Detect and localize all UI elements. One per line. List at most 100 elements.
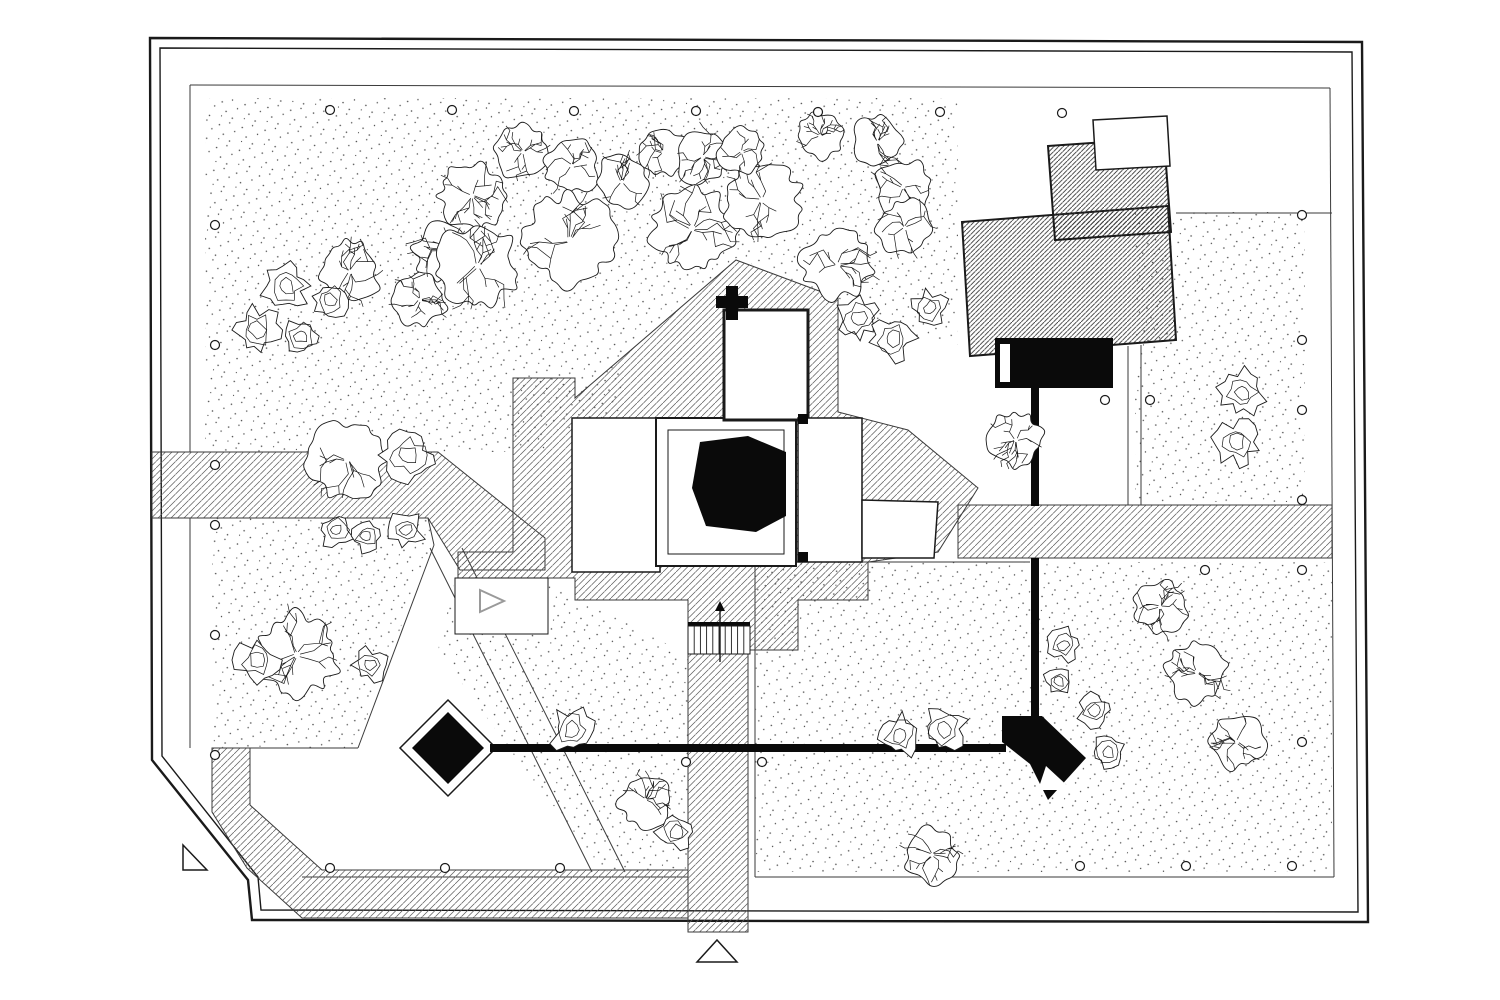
- canal-main: [490, 744, 1006, 752]
- room-main-inner: [667, 429, 785, 555]
- tree-shrub: [927, 708, 970, 752]
- plant-dot: [690, 105, 702, 117]
- tree-canopy: [1093, 735, 1126, 770]
- pool-ne-bar: [1000, 344, 1010, 382]
- tree-canopy: [638, 128, 689, 177]
- column-a: [798, 414, 808, 424]
- tree-deciduous: [636, 128, 689, 179]
- parcel-line: [357, 544, 435, 749]
- shrub-inner: [663, 820, 689, 842]
- plant-dot: [1056, 107, 1068, 119]
- shrub-inner: [357, 655, 381, 677]
- shrub-inner: [247, 320, 268, 340]
- plant-dot: [209, 749, 221, 761]
- tree-canopy: [723, 161, 804, 239]
- tree-branches: [622, 768, 671, 815]
- shrub-inner: [843, 301, 876, 335]
- tree-branches: [1137, 580, 1189, 642]
- tree-shrub: [320, 516, 355, 549]
- shrub-inner: [850, 311, 868, 326]
- tree-canopy: [231, 302, 284, 354]
- tree-shrub: [387, 512, 427, 549]
- rooms-east: [797, 417, 863, 563]
- west-triangle: [182, 843, 209, 871]
- tree-canopy: [435, 225, 518, 309]
- tree-branches: [636, 132, 664, 179]
- tree-canopy: [910, 287, 950, 326]
- tree-deciduous: [1162, 640, 1231, 707]
- shrub-dots-layer: [209, 104, 1308, 874]
- room-west: [571, 417, 661, 573]
- tree-deciduous: [853, 114, 905, 167]
- tree-branches: [452, 219, 506, 310]
- stairs: [687, 601, 751, 662]
- plant-dot: [1296, 564, 1308, 576]
- shrub-inner: [398, 524, 413, 536]
- water-features-layer: [412, 286, 1113, 800]
- tree-canopy: [1215, 364, 1268, 417]
- shrub-inner: [324, 292, 338, 307]
- shrub-inner: [279, 276, 294, 295]
- tree-branches: [868, 116, 902, 167]
- tree-deciduous: [715, 125, 765, 179]
- tree-canopy: [1042, 668, 1070, 694]
- tree-shrub: [876, 710, 918, 759]
- shrub-inner: [1102, 745, 1114, 758]
- plant-dot: [209, 219, 221, 231]
- tree-canopy: [303, 420, 389, 500]
- shrub-inner: [1082, 701, 1106, 720]
- tree-deciduous: [1207, 712, 1269, 773]
- plant-dot: [439, 862, 451, 874]
- shrub-inner: [876, 324, 904, 355]
- plant-dot: [554, 862, 566, 874]
- shrub-inner: [923, 300, 937, 314]
- roof-cube-ne: [1092, 115, 1171, 171]
- tree-deciduous: [303, 420, 389, 500]
- tree-shrub: [1215, 364, 1268, 417]
- tree-canopy: [1207, 716, 1269, 773]
- stair-arrow-head: [715, 601, 725, 611]
- shrub-inner: [354, 527, 376, 545]
- tree-canopy: [985, 411, 1046, 470]
- plant-dot: [680, 756, 692, 768]
- plant-dot: [324, 104, 336, 116]
- tree-shrub: [1210, 418, 1260, 470]
- path-south: [687, 651, 749, 933]
- tree-canopy: [231, 639, 283, 686]
- shrub-inner: [883, 719, 914, 749]
- shrub-inner: [288, 321, 313, 349]
- plant-dot: [1286, 860, 1298, 872]
- tree-branches: [726, 162, 777, 243]
- tree-branches: [990, 416, 1042, 470]
- tree-deciduous: [596, 149, 650, 210]
- tree-branches: [796, 112, 845, 148]
- plant-dot: [1296, 494, 1308, 506]
- tree-canopy: [868, 319, 920, 365]
- tree-branches: [877, 198, 937, 259]
- stair-edge: [688, 622, 750, 626]
- tree-canopy: [652, 814, 694, 852]
- tree-branches: [602, 149, 643, 206]
- shrub-inner: [398, 447, 417, 463]
- shrub-inner: [1087, 703, 1101, 718]
- pond-se-notch: [1038, 766, 1072, 790]
- plant-dot: [1144, 394, 1156, 406]
- path-east: [957, 504, 1333, 559]
- plant-dot: [1099, 394, 1111, 406]
- tree-branches: [660, 184, 740, 263]
- shrub-inner: [329, 524, 342, 535]
- canal-se-vertical: [1031, 558, 1039, 722]
- plant-dot: [568, 105, 580, 117]
- pool-ne: [995, 338, 1113, 388]
- tree-shrub: [549, 706, 596, 752]
- room-upper: [722, 308, 810, 422]
- platform-direction-marker: [479, 588, 507, 614]
- tree-canopy: [1162, 640, 1230, 707]
- tree-deciduous: [1132, 578, 1189, 642]
- tree-canopy: [904, 824, 960, 887]
- column-b: [798, 552, 808, 562]
- plant-dot: [209, 339, 221, 351]
- shrub-inner: [359, 530, 371, 541]
